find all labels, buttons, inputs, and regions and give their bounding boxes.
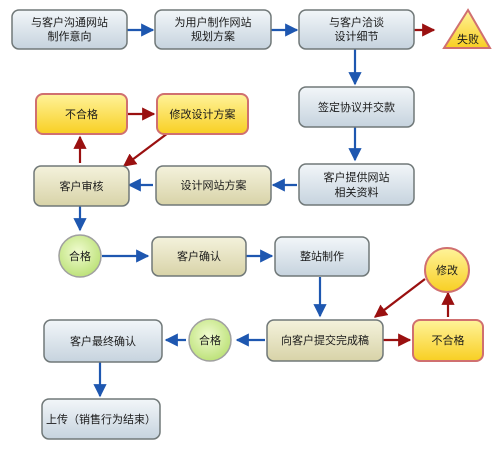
node-reject2: 不合格 (412, 319, 484, 362)
node-plan: 为用户制作网站 规划方案 (154, 9, 272, 50)
node-confirm: 客户确认 (151, 236, 247, 277)
node-design: 设计网站方案 (155, 165, 272, 206)
node-intent: 与客户沟通网站 制作意向 (11, 9, 128, 50)
node-pass1: 合格 (58, 234, 102, 278)
node-materials-line1: 客户提供网站 (324, 170, 390, 184)
node-confirm-label: 客户确认 (177, 249, 221, 263)
node-pass1-label: 合格 (69, 249, 91, 263)
node-materials: 客户提供网站 相关资料 (298, 163, 415, 206)
node-intent-line1: 与客户沟通网站 (31, 15, 108, 29)
node-plan-line2: 规划方案 (191, 29, 235, 43)
node-final-label: 客户最终确认 (70, 334, 136, 348)
node-review: 客户审核 (33, 165, 130, 207)
node-reject1: 不合格 (35, 93, 128, 135)
node-revise-plan-label: 修改设计方案 (170, 107, 236, 121)
node-submit-label: 向客户提交完成稿 (281, 333, 369, 347)
node-reject2-label: 不合格 (432, 333, 465, 347)
node-fail: 失败 (442, 8, 492, 49)
node-negotiate-line2: 设计细节 (335, 30, 379, 43)
node-pass2: 合格 (188, 318, 232, 362)
node-final: 客户最终确认 (43, 319, 163, 363)
arrow-revise-to-submit (373, 278, 426, 318)
node-submit: 向客户提交完成稿 (266, 319, 384, 362)
node-intent-line2: 制作意向 (48, 29, 92, 43)
node-fail-label: 失败 (457, 32, 479, 46)
node-revise-label: 修改 (436, 263, 458, 277)
node-pass2-label: 合格 (199, 333, 221, 347)
node-upload: 上传（销售行为结束） (41, 398, 161, 440)
node-sign: 签定协议并交款 (298, 86, 415, 128)
arrow-revise-plan-to-review (122, 132, 169, 167)
node-build: 整站制作 (274, 236, 370, 277)
node-build-label: 整站制作 (300, 249, 344, 263)
node-materials-line2: 相关资料 (335, 185, 379, 199)
node-plan-line1: 为用户制作网站 (175, 15, 252, 29)
node-negotiate-line1: 与客户洽谈 (329, 15, 384, 29)
node-design-label: 设计网站方案 (181, 178, 247, 192)
connectors (73, 23, 455, 398)
node-upload-label: 上传（销售行为结束） (46, 412, 156, 426)
node-negotiate: 与客户洽谈 设计细节 (298, 9, 415, 50)
node-sign-label: 签定协议并交款 (318, 100, 395, 114)
node-revise: 修改 (424, 247, 470, 293)
node-review-label: 客户审核 (60, 179, 104, 193)
node-reject1-label: 不合格 (65, 107, 98, 121)
node-revise-plan: 修改设计方案 (156, 93, 249, 135)
